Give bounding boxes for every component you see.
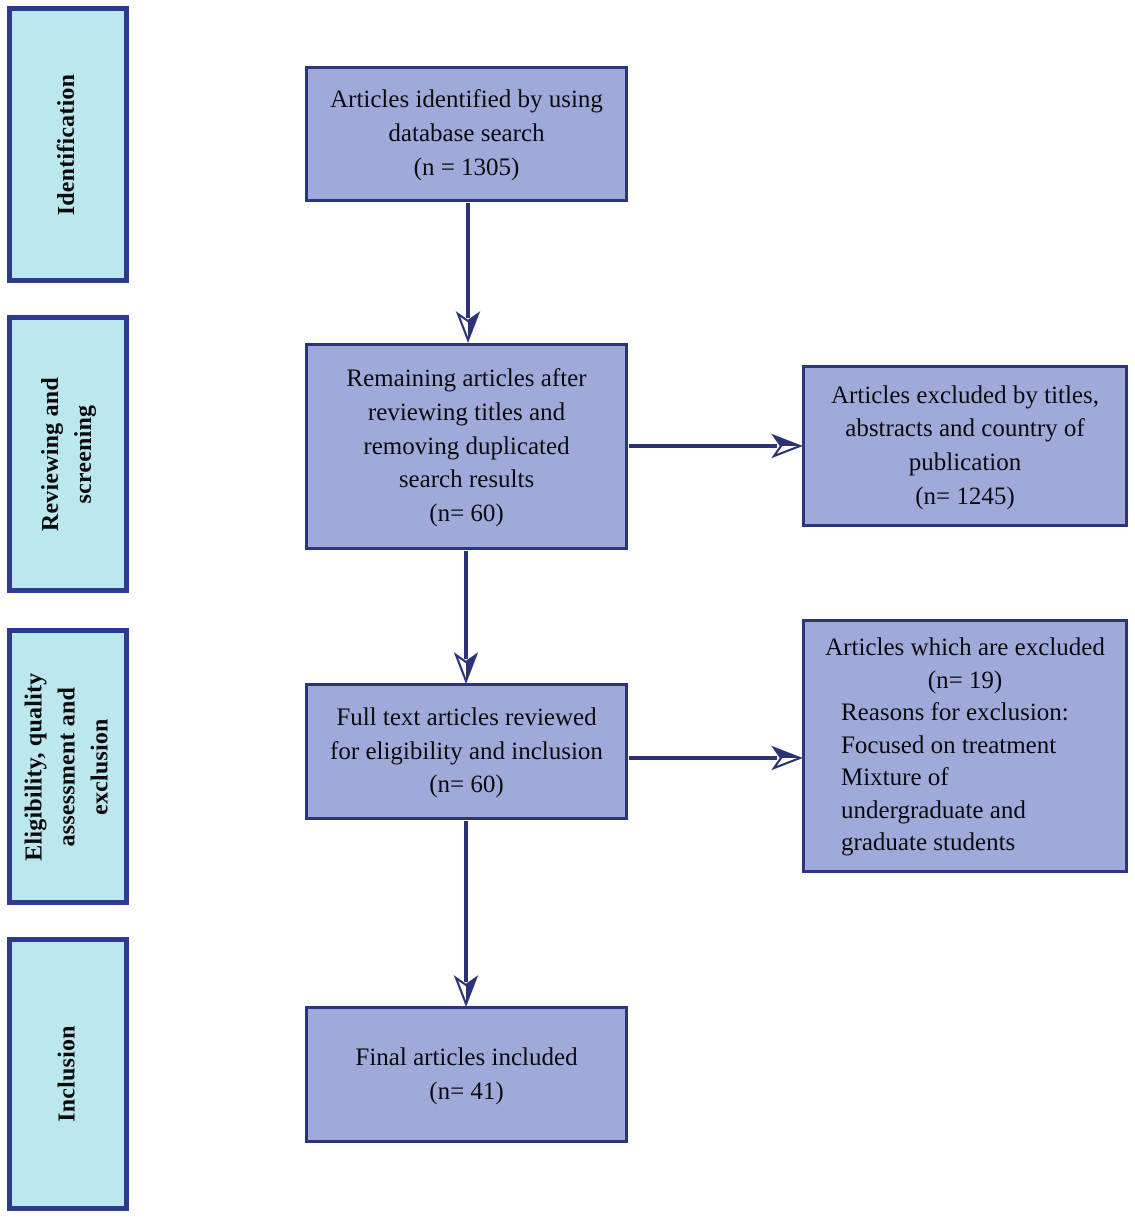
node-excluded-by-titles: Articles excluded by titles, abstracts a… [802, 365, 1128, 527]
stage-inclusion-label: Inclusion [54, 1025, 81, 1123]
arrow-down-fulltext-to-final [453, 821, 479, 1008]
arrow-right-remaining-to-excluded-titles [629, 433, 804, 459]
stage-identification: Identification [7, 6, 129, 283]
stage-eligibility-quality: Eligibility, quality assessment and excl… [7, 628, 129, 905]
node-final-included-text: Final articles included (n= 41) [355, 1043, 578, 1105]
node-excluded-fulltext-reasons: Reasons for exclusion: Focused on treatm… [841, 699, 1069, 856]
stage-reviewing-screening: Reviewing and screening [7, 315, 129, 593]
arrow-down-identified-to-remaining [455, 203, 481, 344]
stage-reviewing-screening-label: Reviewing and screening [37, 377, 98, 531]
node-articles-identified-text: Articles identified by using database se… [330, 86, 603, 181]
arrow-down-remaining-to-fulltext [453, 551, 479, 685]
node-remaining-articles: Remaining articles after reviewing title… [305, 343, 628, 550]
stage-eligibility-quality-label: Eligibility, quality assessment and excl… [21, 672, 114, 861]
node-fulltext-reviewed-text: Full text articles reviewed for eligibil… [330, 703, 603, 799]
stage-inclusion: Inclusion [7, 937, 129, 1211]
node-fulltext-reviewed: Full text articles reviewed for eligibil… [305, 683, 628, 820]
node-remaining-articles-text: Remaining articles after reviewing title… [346, 365, 587, 528]
node-excluded-by-titles-text: Articles excluded by titles, abstracts a… [831, 381, 1099, 510]
arrow-right-fulltext-to-excluded [629, 745, 804, 771]
node-excluded-fulltext-head: Articles which are excluded (n= 19) [825, 634, 1105, 694]
node-excluded-fulltext: Articles which are excluded (n= 19) Reas… [802, 619, 1128, 873]
node-final-included: Final articles included (n= 41) [305, 1006, 628, 1143]
node-articles-identified: Articles identified by using database se… [305, 66, 628, 202]
stage-identification-label: Identification [54, 73, 81, 216]
